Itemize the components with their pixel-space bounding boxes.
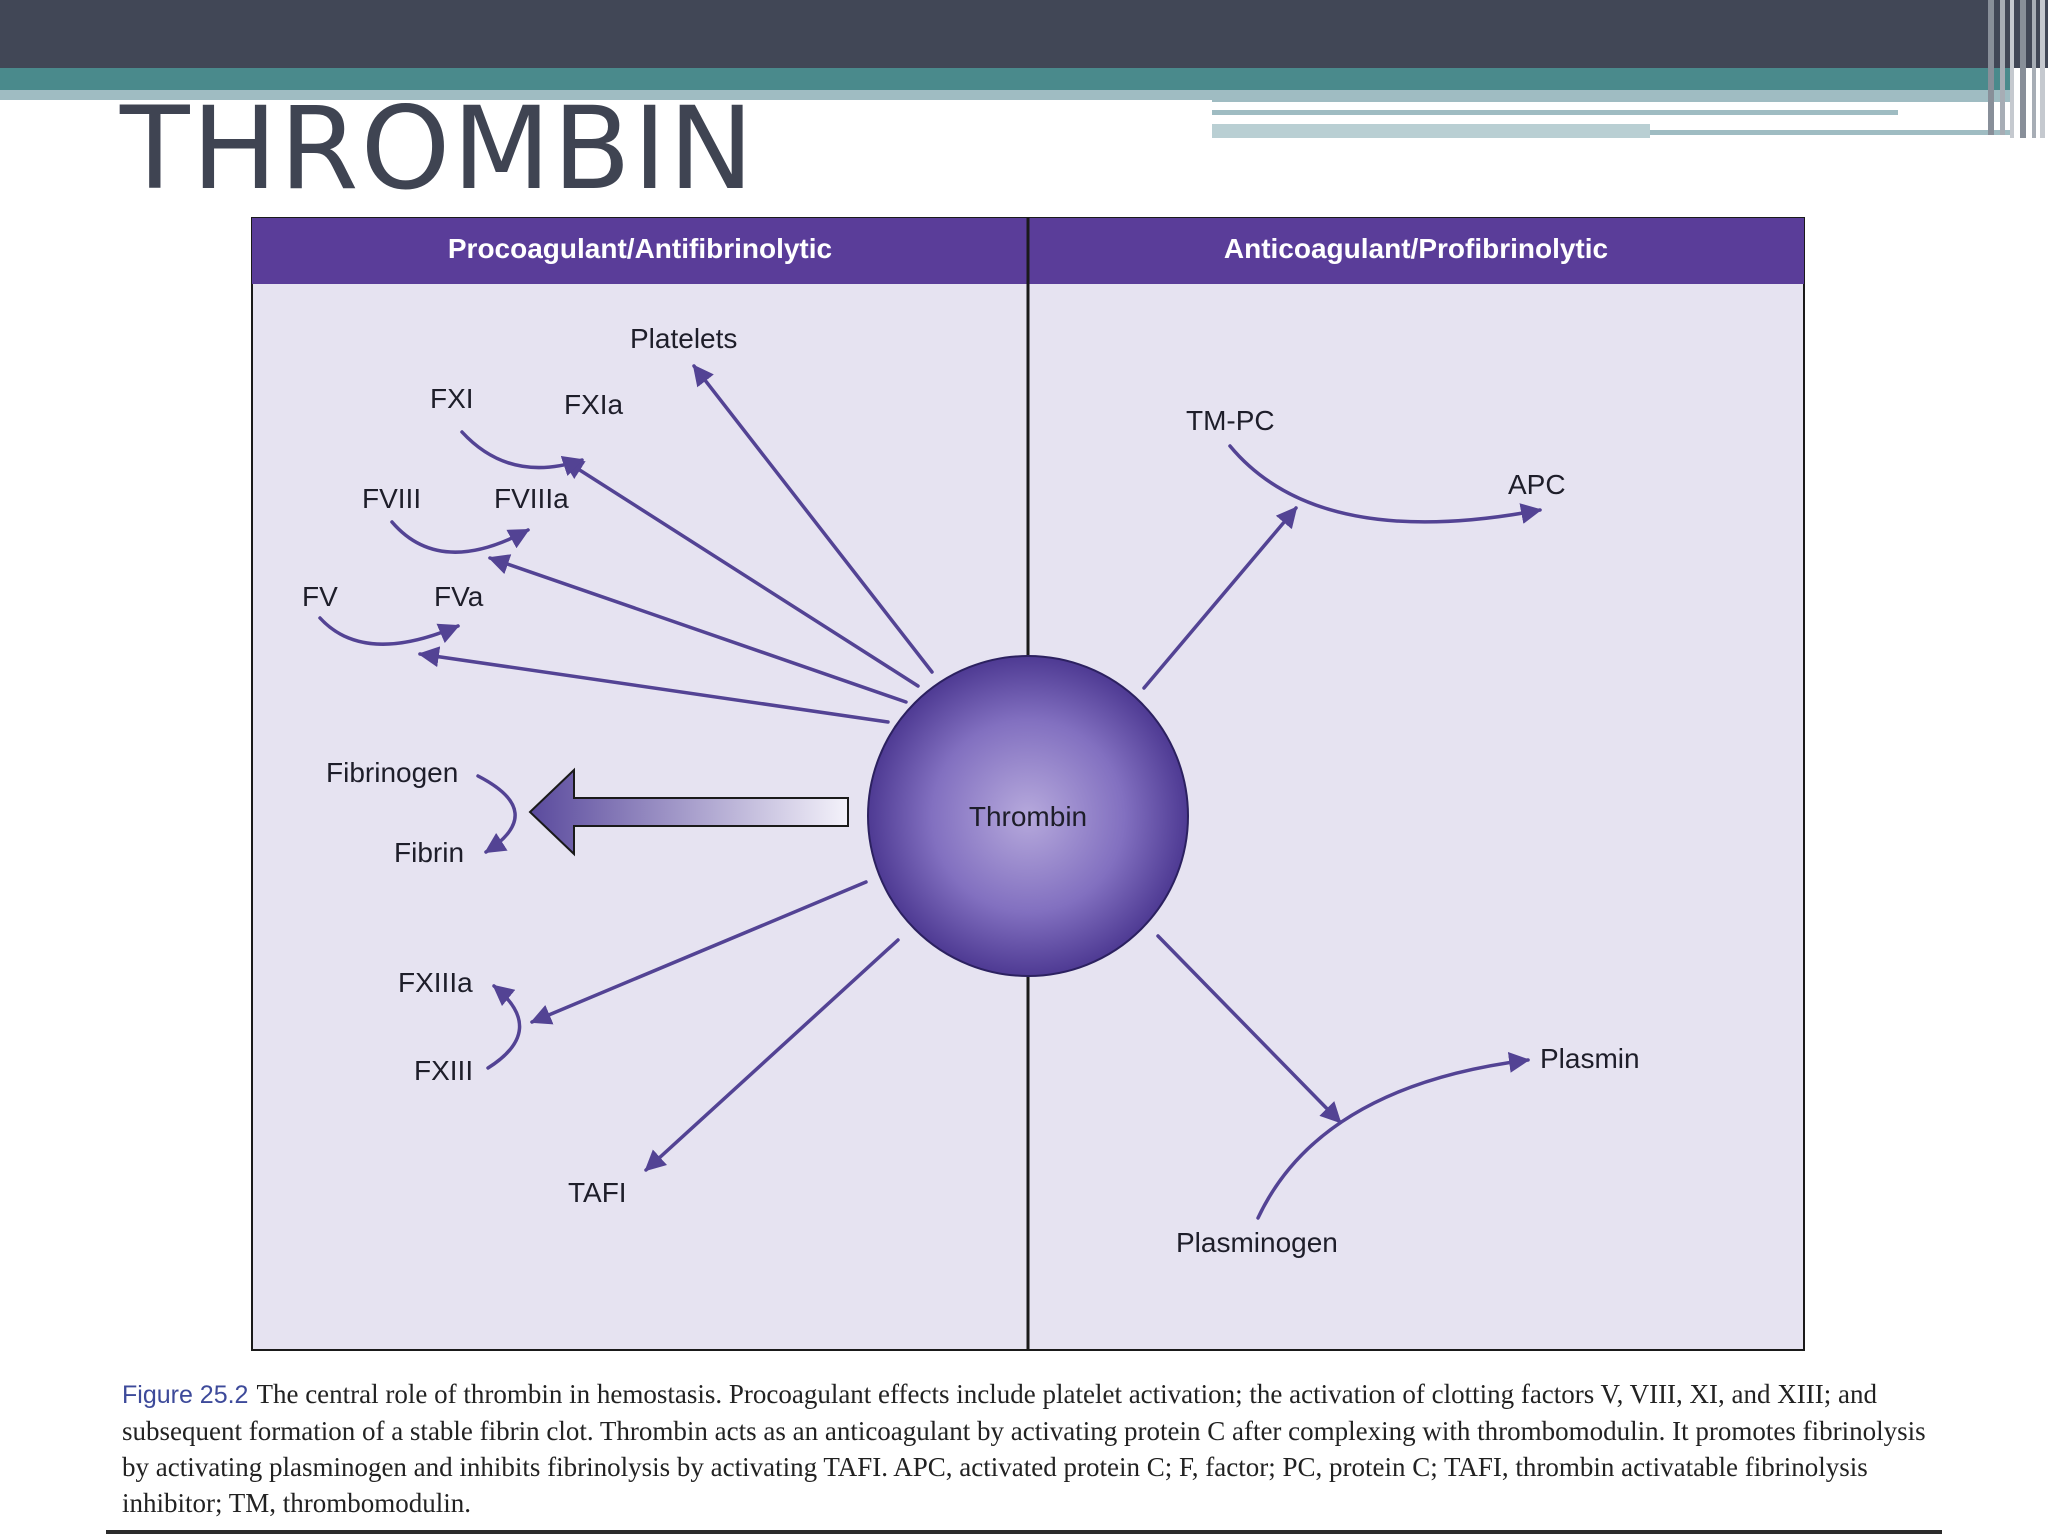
label-plasminogen: Plasminogen: [1176, 1227, 1338, 1258]
curve-fxiii-to-fxiiia: [486, 984, 522, 1070]
header-corner-stripes: [1988, 0, 2045, 138]
label-fviii: FVIII: [362, 483, 421, 514]
label-apc: APC: [1508, 469, 1566, 500]
label-platelets: Platelets: [630, 323, 737, 354]
curve-tm-pc-to-apc: [1228, 444, 1543, 524]
header-accent-line-1: [1212, 110, 1898, 115]
label-fxi: FXI: [430, 383, 474, 414]
label-fviiia: FVIIIa: [494, 483, 569, 514]
figure-caption-label: Figure 25.2: [122, 1381, 249, 1409]
label-fva: FVa: [434, 581, 484, 612]
header-teal-bar: [0, 68, 2010, 90]
label-fxiii: FXIII: [414, 1055, 473, 1086]
curve-fv-to-fva: [318, 616, 460, 646]
arrow-to-plasminogen: [1156, 934, 1342, 1124]
header-light-bar-right: [1212, 90, 2010, 102]
thrombin-diagram: Procoagulant/Antifibrinolytic Anticoagul…: [251, 217, 1805, 1351]
arrow-to-tafi: [644, 938, 900, 1172]
curve-fxi-to-fxia: [460, 430, 584, 476]
arrow-to-platelets: [692, 364, 934, 674]
curve-fviii-to-fviiia: [390, 520, 530, 554]
label-fv: FV: [302, 581, 338, 612]
label-tafi: TAFI: [568, 1177, 627, 1208]
curve-plasminogen-to-plasmin: [1256, 1051, 1531, 1220]
arrow-to-tm-pc: [1142, 506, 1298, 690]
header-anticoagulant: Anticoagulant/Profibrinolytic: [1224, 233, 1608, 264]
curve-fibrinogen-to-fibrin: [476, 774, 517, 854]
label-fxiiia: FXIIIa: [398, 967, 473, 998]
arrow-to-fxia: [562, 458, 920, 688]
figure-caption-text: The central role of thrombin in hemostas…: [122, 1379, 1926, 1518]
header-procoagulant: Procoagulant/Antifibrinolytic: [448, 233, 832, 264]
label-fibrinogen: Fibrinogen: [326, 757, 458, 788]
header-light-bar-left: [0, 90, 1212, 100]
arrow-to-fva: [417, 646, 890, 724]
header-accent-line-3: [1650, 130, 2010, 135]
header-accent-line-2: [1212, 124, 1650, 138]
thrombin-circle: [867, 655, 1189, 977]
label-plasmin: Plasmin: [1540, 1043, 1640, 1074]
bottom-rule: [106, 1530, 1942, 1534]
slide-title: THROMBIN: [120, 82, 756, 215]
big-arrow-to-fibrin: [528, 767, 849, 857]
label-tm-pc: TM-PC: [1186, 405, 1275, 436]
arrow-to-fviiia: [488, 554, 908, 704]
header-dark-bar: [0, 0, 2048, 68]
label-fibrin: Fibrin: [394, 837, 464, 868]
slide-header-bars: [0, 0, 2048, 138]
arrow-to-fxiiia: [530, 880, 868, 1025]
thrombin-label: Thrombin: [969, 801, 1087, 832]
label-fxia: FXIa: [564, 389, 624, 420]
arrow-group: [318, 364, 1543, 1220]
